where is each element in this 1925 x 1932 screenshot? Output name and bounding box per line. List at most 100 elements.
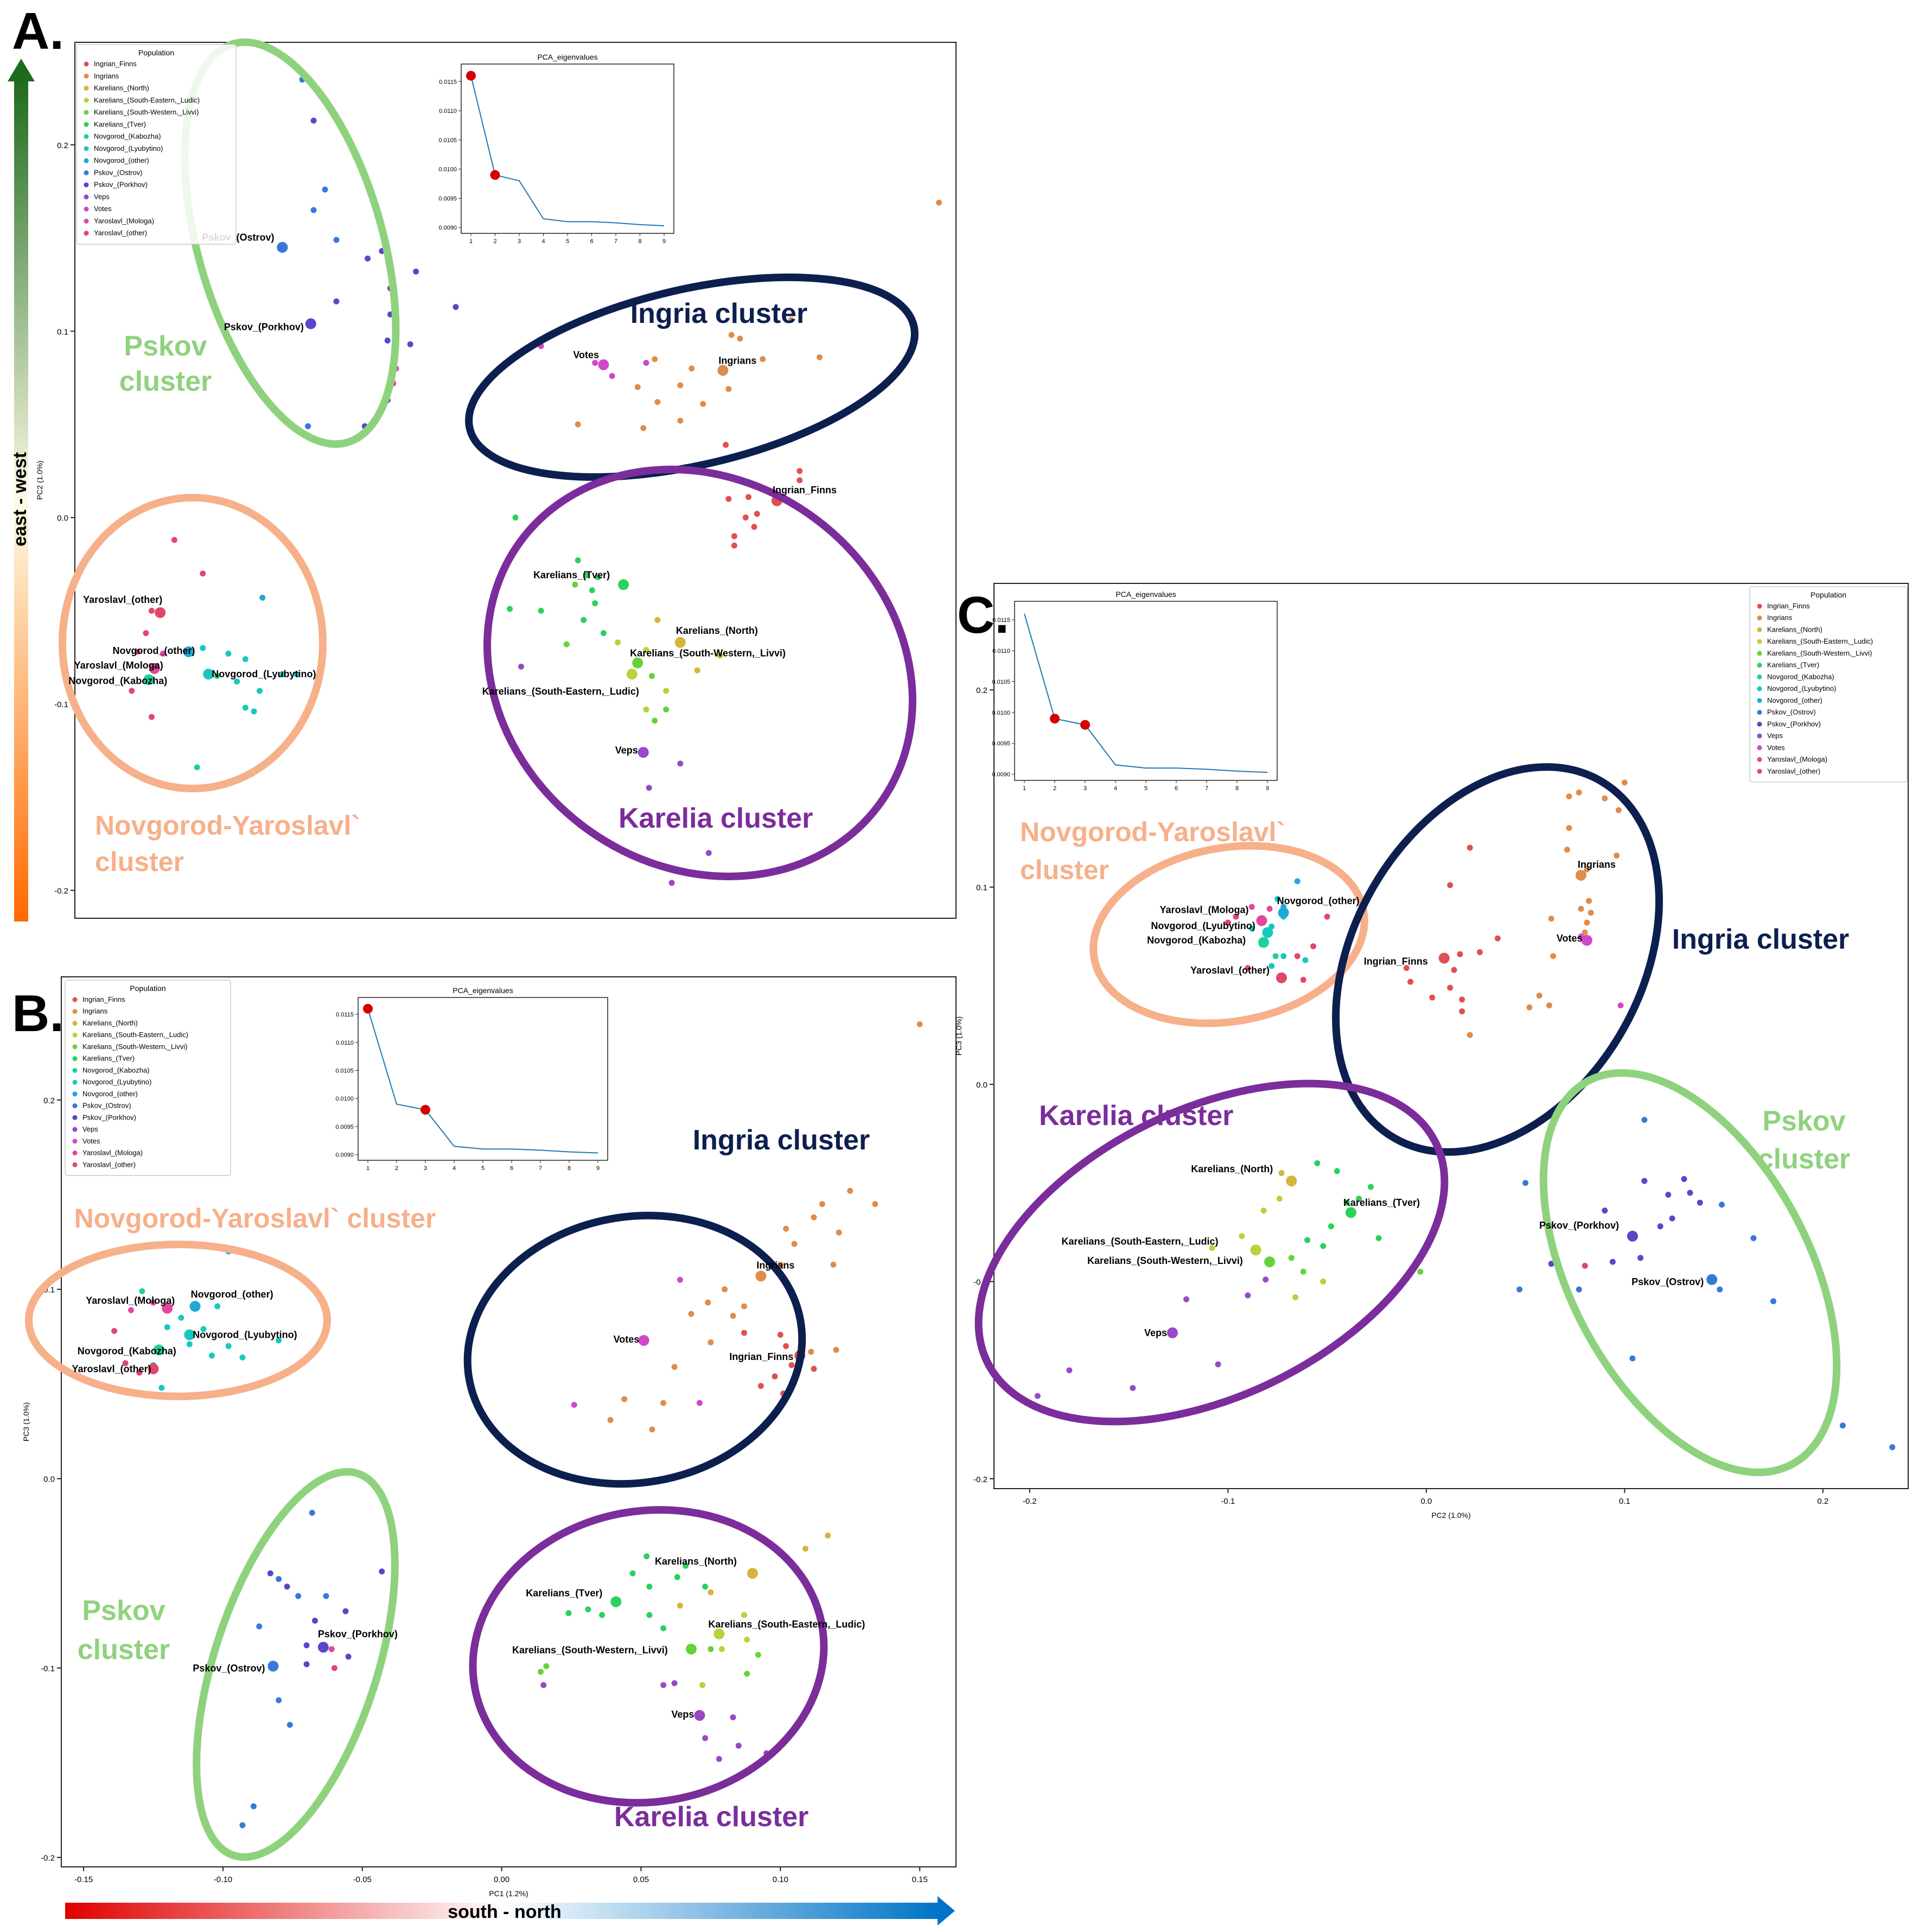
point-pskov-porkhov [1697,1199,1703,1206]
y-tick-label: 0.1 [976,884,987,893]
legend-marker-veps [1757,733,1762,739]
point-novgorod-lyubytino [1274,895,1281,902]
eigenvalue-highlight [490,170,500,180]
point-ingrians [649,1426,655,1433]
inset-x-tick-label: 5 [1144,785,1148,792]
point-pskov-porkhov [311,1617,318,1624]
point-pskov-ostrov [323,1593,329,1599]
point-ingrians [1576,789,1582,796]
point-yaroslavl-other [171,537,177,543]
legend-entry: Novgorod_(Lyubytino) [82,1078,151,1086]
inset-x-tick-label: 9 [596,1165,600,1172]
centroid-label-karelians-north: Karelians_(North) [1191,1164,1273,1174]
centroid-label-karelians-south-western-livvi: Karelians_(South-Western,_Livvi) [630,648,786,659]
legend-entry: Yaroslavl_(other) [1767,767,1820,775]
legend-entry: Novgorod_(Lyubytino) [1767,684,1836,692]
point-ingrians [1467,1032,1473,1038]
novgorod-cluster-label: Novgorod-Yaroslavl` cluster [74,1203,436,1234]
legend-marker-ingrians [1757,615,1762,621]
legend-marker-yaroslavl-mologa [72,1151,78,1156]
legend-marker-karelians-north [72,1020,78,1026]
legend-marker-yaroslavl-other [1757,768,1762,774]
point-ingrians [652,356,658,363]
point-novgorod-kabozha [214,673,220,679]
point-karelians-tver [599,1612,605,1618]
point-ingrians [728,332,735,338]
axes-frame [61,976,957,1867]
point-pskov-ostrov [322,186,328,193]
point-veps [540,1682,547,1688]
x-tick-label: -0.1 [1221,1497,1235,1506]
centroid-veps [694,1709,705,1721]
legend-marker-novgorod-other [72,1091,78,1097]
point-pskov-ostrov [1750,1235,1757,1241]
pskov-cluster-label: cluster [1758,1143,1851,1175]
centroid-label-pskov-porkhov: Pskov_(Porkhov) [1539,1220,1619,1231]
centroid-label-karelians-south-eastern-ludic: Karelians_(South-Eastern,_Ludic) [708,1619,865,1630]
inset-frame [461,63,674,234]
inset-y-tick-label: 0.0115 [439,79,457,85]
legend-marker-votes [1757,745,1762,751]
centroid-karelians-north [1286,1175,1297,1187]
legend-marker-votes [84,206,89,212]
inset-x-tick-label: 3 [518,238,521,245]
legend-entry: Novgorod_(other) [82,1090,138,1098]
centroid-votes [598,359,609,371]
novgorod-cluster-label: Novgorod-Yaroslavl` [95,810,360,841]
point-ingrians [833,1346,839,1353]
centroid-karelians-tver [610,1596,622,1607]
inset-y-tick-label: 0.0110 [992,648,1010,654]
point-ingrian-finns [757,1383,764,1389]
point-pskov-ostrov [1718,1202,1725,1208]
legend-entry: Ingrian_Finns [1767,602,1810,610]
point-ingrian-finns [723,442,729,448]
point-pskov-porkhov [1602,1208,1608,1214]
point-pskov-porkhov [384,337,391,344]
legend-marker-yaroslavl-mologa [1757,757,1762,762]
point-ingrians [788,317,794,323]
inset-y-tick-label: 0.0100 [438,167,457,173]
point-ingrian-finns [731,542,737,549]
novgorod-cluster-ellipse [59,494,327,792]
y-tick-label: -0.2 [973,1475,987,1484]
legend-marker-karelians-tver [1757,663,1762,668]
centroid-label-karelians-tver: Karelians_(Tver) [533,569,610,580]
y-tick-label: 0.2 [43,1096,55,1105]
legend-entry: Yaroslavl_(Mologa) [1767,755,1827,764]
centroid-karelians-south-western-livvi [685,1643,697,1655]
inset-x-tick-label: 8 [1235,785,1239,792]
point-ingrians [688,1311,694,1317]
point-pskov-porkhov [1665,1192,1672,1198]
centroid-label-novgorod-kabozha: Novgorod_(Kabozha) [1147,935,1246,945]
inset-x-tick-label: 6 [1175,785,1178,792]
y-ticks: -0.2-0.10.00.10.2 [41,1096,61,1863]
point-karelians-south-eastern-ludic [741,1612,748,1618]
point-veps [716,1756,722,1762]
inset-y-tick-label: 0.0110 [336,1040,354,1046]
y-tick-label: 0.2 [976,686,987,695]
point-veps [1245,1292,1251,1299]
point-ingrians [760,356,766,363]
point-ingrians [1578,906,1584,912]
point-novgorod-other [1294,878,1301,885]
centroid-pskov-ostrov [277,242,288,253]
ingria-cluster-ellipse [1332,763,1663,1156]
novgorod-cluster-label: cluster [95,847,184,877]
centroid-label-novgorod-other: Novgorod_(other) [191,1289,273,1300]
legend-marker-pskov-porkhov [72,1115,78,1120]
point-ingrian-finns [788,1362,795,1368]
point-novgorod-lyubytino [242,656,248,663]
inset-x-tick-label: 8 [568,1165,571,1172]
point-novgorod-lyubytino [200,1326,207,1332]
point-ingrian-finns [772,1373,778,1380]
point-ingrian-finns [1467,844,1473,851]
centroid-yaroslavl-other [148,1363,159,1375]
point-karelians-south-western-livvi [538,1669,544,1675]
legend-entry: Pskov_(Ostrov) [1767,708,1816,716]
point-karelians-tver [581,617,587,624]
point-ingrians [677,382,684,389]
legend-entry: Novgorod_(other) [94,156,149,164]
point-novgorod-other [259,594,266,601]
centroid-ingrians [1575,869,1586,881]
